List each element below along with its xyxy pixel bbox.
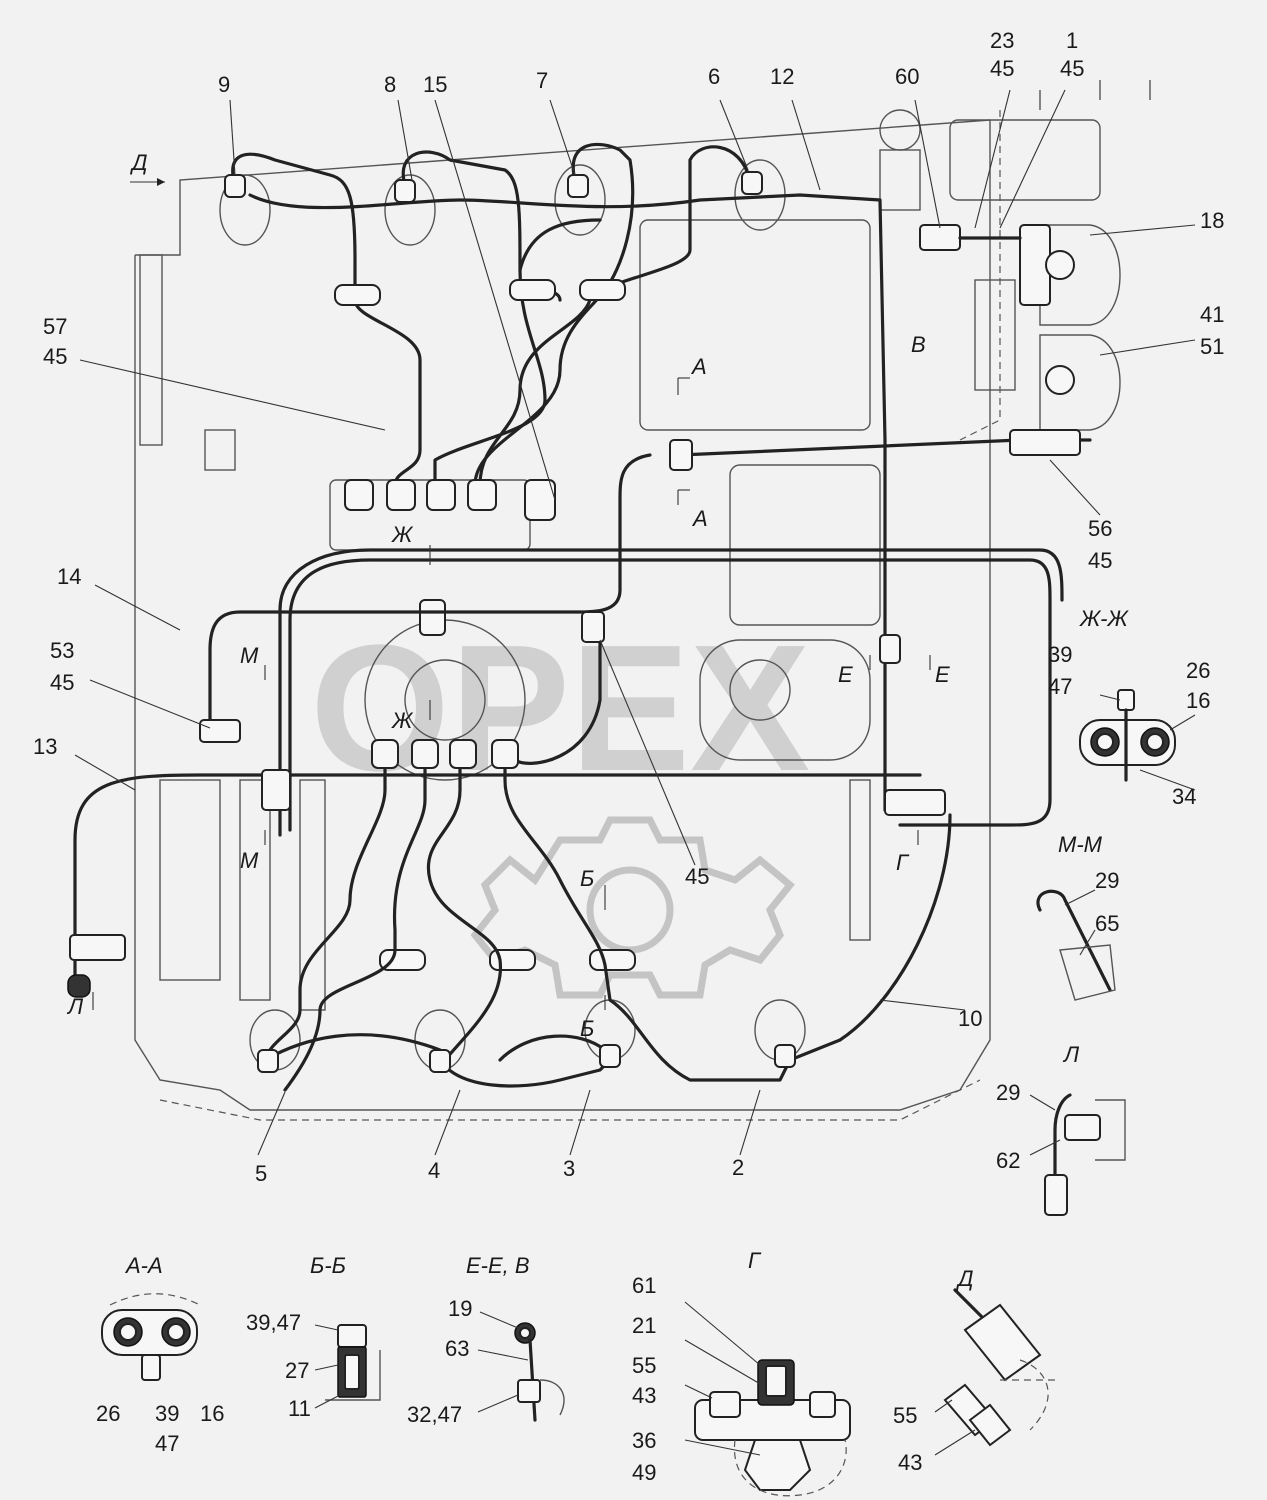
detail-d	[934, 1288, 1060, 1456]
callout-14: 14	[57, 564, 82, 589]
view-title-e-e-v: Е-Е, В	[466, 1253, 530, 1278]
leader-lines	[74, 89, 1196, 1156]
bb-callout-39-47: 39,47	[246, 1310, 302, 1335]
callout-45-a: 45	[990, 56, 1015, 81]
callout-51: 51	[1200, 334, 1225, 359]
mm-callout-29: 29	[1095, 868, 1120, 893]
aa-callout-47: 47	[155, 1431, 180, 1456]
callout-45-b: 45	[1060, 56, 1085, 81]
l-callout-29: 29	[996, 1080, 1021, 1105]
callout-53: 53	[50, 638, 75, 663]
g-callout-43: 43	[632, 1383, 657, 1408]
d-callout-55: 55	[893, 1403, 918, 1428]
detail-g	[684, 1301, 851, 1497]
g-callout-21: 21	[632, 1313, 657, 1338]
detail-l	[1029, 1093, 1126, 1216]
ee-callout-32-47: 32,47	[407, 1402, 463, 1427]
detail-m-m	[1036, 889, 1116, 1001]
g-callout-55: 55	[632, 1353, 657, 1378]
detail-e-e-v	[477, 1311, 565, 1422]
view-title-g: Г	[748, 1248, 760, 1273]
callout-2: 2	[732, 1155, 745, 1180]
section-arrows	[92, 178, 931, 1010]
callout-10: 10	[958, 1006, 983, 1031]
zh-callout-34: 34	[1172, 784, 1197, 809]
d-callout-43: 43	[898, 1450, 923, 1475]
high-pressure-pipes-bottom	[263, 638, 792, 1092]
view-title-m-m: М-М	[1058, 832, 1102, 857]
view-mark-d: Д	[132, 150, 148, 175]
callout-45-d: 45	[1088, 548, 1113, 573]
g-callout-36: 36	[632, 1428, 657, 1453]
aa-callout-26: 26	[96, 1401, 121, 1426]
return-pipes	[73, 438, 1092, 1062]
zh-callout-47: 47	[1048, 674, 1073, 699]
engine-block-outline	[134, 80, 1151, 1121]
pump-outlet-nuts-bottom	[371, 739, 519, 769]
callout-56: 56	[1088, 516, 1113, 541]
detail-zh-zh	[1079, 689, 1196, 791]
detail-a-a	[101, 1293, 201, 1381]
view-title-l: Л	[1064, 1042, 1080, 1067]
view-title-b-b: Б-Б	[310, 1253, 346, 1278]
ee-callout-63: 63	[445, 1336, 470, 1361]
callout-7: 7	[536, 68, 549, 93]
callout-13: 13	[33, 734, 58, 759]
l-callout-62: 62	[996, 1148, 1021, 1173]
high-pressure-pipes-top	[231, 142, 887, 487]
pipe-clamps	[334, 279, 636, 971]
section-mark-zh-top: Ж	[392, 522, 413, 547]
zh-callout-39: 39	[1048, 642, 1073, 667]
section-mark-m-bottom: М	[240, 848, 259, 873]
callout-5: 5	[255, 1161, 268, 1186]
section-mark-e-right: Е	[935, 662, 950, 687]
callout-6: 6	[708, 64, 721, 89]
ee-callout-19: 19	[448, 1296, 473, 1321]
g-callout-61: 61	[632, 1273, 657, 1298]
callout-45-f: 45	[685, 864, 710, 889]
view-mark-l: Л	[68, 994, 84, 1019]
callout-8: 8	[384, 72, 397, 97]
view-title-zh-zh: Ж-Ж	[1080, 606, 1128, 631]
detail-b-b	[314, 1324, 381, 1409]
callout-15: 15	[423, 72, 448, 97]
callout-45-c: 45	[43, 344, 68, 369]
callout-57: 57	[43, 314, 68, 339]
callout-18: 18	[1200, 208, 1225, 233]
pump-outlet-nuts-top	[344, 479, 556, 521]
bb-callout-27: 27	[285, 1358, 310, 1383]
section-mark-e-left: Е	[838, 662, 853, 687]
callout-1: 1	[1066, 28, 1079, 53]
zh-callout-26: 26	[1186, 658, 1211, 683]
callout-60: 60	[895, 64, 920, 89]
g-callout-49: 49	[632, 1460, 657, 1485]
aa-callout-16: 16	[200, 1401, 225, 1426]
aa-callout-39: 39	[155, 1401, 180, 1426]
callout-4: 4	[428, 1158, 441, 1183]
view-mark-v: В	[911, 332, 926, 357]
fittings	[67, 224, 961, 998]
section-mark-b-bottom: Б	[580, 1016, 595, 1041]
callout-45-e: 45	[50, 670, 75, 695]
view-mark-g: Г	[896, 850, 908, 875]
section-mark-zh-mid: Ж	[392, 708, 413, 733]
view-title-d: Д	[958, 1266, 974, 1291]
view-title-a-a: А-А	[126, 1253, 163, 1278]
fuel-filter-assembly	[958, 224, 1121, 456]
callout-9: 9	[218, 72, 231, 97]
callout-23: 23	[990, 28, 1015, 53]
section-mark-m-top: М	[240, 643, 259, 668]
callout-12: 12	[770, 64, 795, 89]
section-mark-a-mid: А	[693, 506, 708, 531]
callout-41: 41	[1200, 302, 1225, 327]
section-mark-b-top: Б	[580, 866, 595, 891]
callout-3: 3	[563, 1156, 576, 1181]
section-mark-a-top: А	[692, 354, 707, 379]
injector-nuts	[224, 171, 796, 1073]
zh-callout-16: 16	[1186, 688, 1211, 713]
mm-callout-65: 65	[1095, 911, 1120, 936]
bb-callout-11: 11	[288, 1396, 311, 1421]
